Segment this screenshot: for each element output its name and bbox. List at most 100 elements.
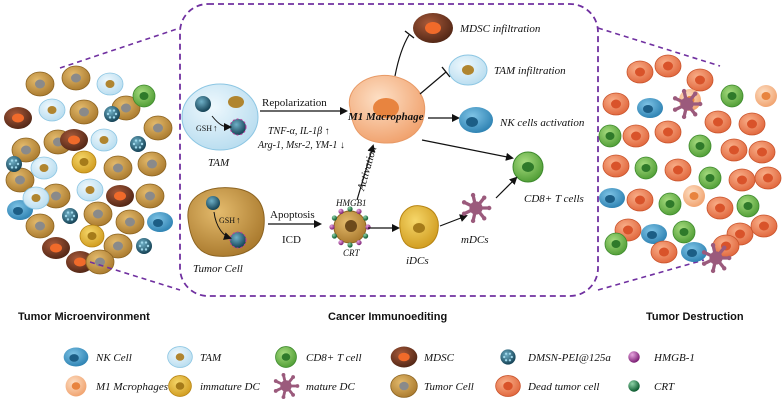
to-mdc-arrow bbox=[439, 214, 468, 227]
tumor-destruction-title: Tumor Destruction bbox=[646, 311, 744, 323]
cd8-t-cell-icon bbox=[634, 156, 658, 180]
crt-dot bbox=[331, 233, 338, 239]
immunoediting-panel bbox=[179, 3, 599, 297]
legend-item: M1 Mcrophages bbox=[65, 375, 168, 397]
legend-item: HMGB-1 bbox=[628, 351, 695, 364]
mdsc-icon bbox=[42, 237, 70, 259]
mdsc-cell bbox=[413, 13, 453, 43]
nanoparticle-icon bbox=[136, 238, 152, 254]
dead-tumor-cell-icon bbox=[654, 120, 682, 144]
m1-macrophage-icon bbox=[65, 375, 87, 397]
tam-inhibit-line bbox=[419, 71, 447, 95]
crt-icon bbox=[628, 380, 640, 392]
dead-tumor-cell-icon bbox=[720, 138, 748, 162]
legend-label: immature DC bbox=[200, 381, 260, 393]
dead-tumor-cell-icon bbox=[602, 154, 630, 178]
m1-to-cd8-arrow bbox=[421, 139, 514, 161]
tam-gsh-label: GSH bbox=[196, 124, 212, 133]
tumor-cell bbox=[187, 187, 265, 257]
dead-tumor-cell-icon bbox=[750, 214, 778, 238]
nk-cell-icon bbox=[681, 242, 707, 262]
immature-dc-icon bbox=[79, 224, 105, 248]
m1-macrophage-label: M1 Macrophage bbox=[347, 111, 424, 123]
mature-dc-icon bbox=[701, 242, 732, 274]
nk-cell-icon bbox=[147, 212, 173, 232]
tumor-cell-icon bbox=[25, 213, 55, 239]
legend-label: mature DC bbox=[306, 381, 355, 393]
nanoparticle-icon bbox=[500, 349, 516, 365]
m1-macrophage-cell bbox=[348, 74, 426, 144]
crt-dot bbox=[362, 233, 369, 239]
left-connector-lines bbox=[59, 27, 181, 291]
icd-label: ICD bbox=[282, 234, 301, 246]
nanoparticle-icon bbox=[130, 136, 146, 152]
nanoparticle-icon bbox=[62, 208, 78, 224]
tumor-destruction-cluster bbox=[598, 54, 782, 274]
tumor-cell-icon bbox=[390, 374, 418, 398]
dead-tumor-cell-icon bbox=[495, 375, 521, 397]
cd8-t-cell-icon bbox=[132, 84, 156, 108]
cd8-t-cell bbox=[512, 151, 544, 183]
mdsc-icon bbox=[66, 251, 94, 273]
gsh-up-arrow: ↑ bbox=[213, 123, 218, 133]
legend-label: MDSC bbox=[423, 352, 455, 364]
legend-label: TAM bbox=[200, 352, 222, 364]
tam-infiltration-cell bbox=[448, 54, 488, 86]
tumor-cell-icon bbox=[25, 71, 55, 97]
legend-item: mature DC bbox=[273, 372, 355, 400]
legend-item: Dead tumor cell bbox=[495, 375, 599, 397]
repolarization-label: Repolarization bbox=[262, 97, 327, 109]
hmgb1-dot bbox=[365, 224, 371, 230]
legend-label: CD8+ T cell bbox=[306, 352, 362, 364]
dead-tumor-cell-icon bbox=[664, 158, 692, 182]
dead-tumor-cell-icon bbox=[704, 110, 732, 134]
cd8-t-cell-icon bbox=[598, 124, 622, 148]
mature-dc-cell bbox=[461, 192, 492, 224]
crt-dot bbox=[331, 215, 338, 221]
crt-dot bbox=[347, 242, 353, 248]
mdcs-label: mDCs bbox=[461, 234, 489, 246]
markers-down-label: Arg-1, Msr-2, YM-1 ↓ bbox=[257, 140, 345, 151]
mature-dc-icon bbox=[672, 88, 703, 120]
nanoparticle-icon bbox=[195, 96, 247, 136]
cd8-t-cell-icon bbox=[658, 192, 682, 216]
tumor-cell-icon bbox=[11, 137, 41, 163]
crt-dot bbox=[347, 206, 353, 212]
dead-tumor-cell-icon bbox=[686, 68, 714, 92]
mdsc-infiltration-label: MDSC infiltration bbox=[459, 23, 541, 35]
legend: NK Cell TAM CD8+ T cell MDSC DMSN-PEI@125a HM… bbox=[63, 346, 695, 400]
immature-dc-icon bbox=[71, 150, 97, 174]
mature-dc-icon bbox=[273, 372, 300, 400]
legend-label: Tumor Cell bbox=[424, 381, 474, 393]
legend-label: NK Cell bbox=[95, 352, 132, 364]
hmgb1-dot bbox=[356, 239, 362, 246]
m1-macrophage-icon bbox=[683, 185, 705, 207]
tumor-cell-icon bbox=[5, 167, 35, 193]
cd8-t-cell-icon bbox=[604, 232, 628, 256]
legend-label: Dead tumor cell bbox=[527, 381, 599, 393]
legend-item: DMSN-PEI@125a bbox=[500, 349, 611, 365]
dying-tumor-cell bbox=[329, 206, 371, 248]
nanoparticle-icon bbox=[104, 106, 120, 122]
legend-item: CRT bbox=[628, 380, 675, 393]
hmgb1-dot bbox=[356, 208, 362, 215]
tumor-cell-icon bbox=[137, 151, 167, 177]
cytokines-up-label: TNF-α, IL-1β ↑ bbox=[268, 126, 330, 137]
tam-infiltration-label: TAM infiltration bbox=[494, 65, 566, 77]
activation-arrow bbox=[356, 144, 376, 201]
immature-dc-cell bbox=[399, 205, 439, 249]
cd8-t-cell-icon bbox=[720, 84, 744, 108]
tam-icon bbox=[167, 346, 193, 368]
legend-item: TAM bbox=[167, 346, 222, 368]
tam-icon bbox=[96, 72, 124, 96]
cd8-t-cell-icon bbox=[688, 134, 712, 158]
dead-tumor-cell-icon bbox=[622, 124, 650, 148]
idcs-label: iDCs bbox=[406, 255, 429, 267]
legend-label: HMGB-1 bbox=[653, 352, 695, 364]
tam-label: TAM bbox=[208, 157, 230, 169]
hmgb1-icon bbox=[628, 351, 640, 363]
cd8-t-cell-icon bbox=[698, 166, 722, 190]
nk-cell-icon bbox=[63, 347, 89, 367]
tumor-microenvironment-title: Tumor Microenvironment bbox=[18, 311, 150, 323]
